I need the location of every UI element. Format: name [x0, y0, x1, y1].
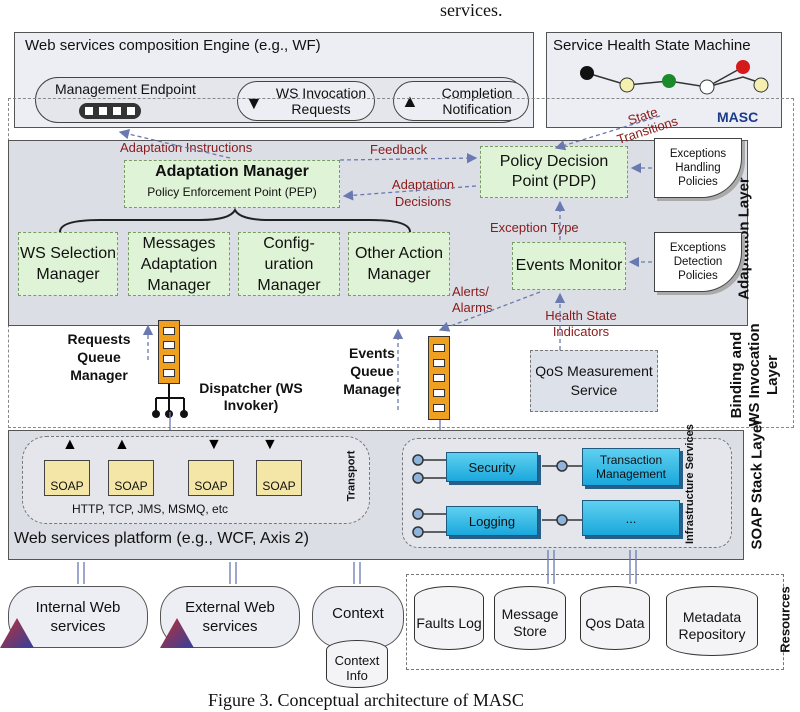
context-info-db: Context Info: [326, 640, 388, 688]
qos-data-db: Qos Data: [580, 586, 650, 650]
state-node-black: [580, 66, 594, 80]
qos-data-label: Qos Data: [585, 614, 645, 631]
soap-label-3: SOAP: [194, 479, 228, 493]
composition-engine-panel: Web services composition Engine (e.g., W…: [14, 32, 534, 128]
infra-connectors: [412, 454, 582, 538]
ellipsis-label: ...: [625, 510, 637, 526]
ws-invocation-label: WS Invocation Requests: [275, 85, 367, 117]
transaction-label: Transaction Management: [595, 453, 667, 481]
dispatcher-text: Dispatcher (WS Invoker): [199, 380, 303, 413]
health-state-machine-panel: Service Health State Machine MASC: [546, 32, 782, 128]
up-arrow-icon: ▲: [401, 91, 419, 111]
events-queue-text: Events Queue Manager: [343, 345, 401, 397]
dispatcher-fork-icon: [152, 384, 188, 418]
ws-selection-manager: WS Selection Manager: [18, 232, 118, 296]
metadata-repository-db: Metadata Repository: [666, 586, 758, 656]
soap-label-1: SOAP: [50, 479, 84, 493]
state-machine-graph: [580, 60, 769, 95]
soap-message-2: SOAP: [108, 460, 154, 496]
requests-queue-text: Requests Queue Manager: [67, 331, 131, 383]
protocols-label: HTTP, TCP, JMS, MSMQ, etc: [72, 502, 229, 516]
exceptions-detection-label: Exceptions Detection Policies: [669, 242, 727, 282]
top-caption: services.: [440, 0, 503, 20]
exceptions-handling-policies: Exceptions Handling Policies: [654, 138, 742, 198]
events-monitor: Events Monitor: [512, 242, 626, 290]
exception-type-label: Exception Type: [490, 220, 579, 235]
resources-panel: [406, 574, 784, 670]
faults-log-label: Faults Log: [416, 614, 482, 631]
logging-label: Logging: [468, 513, 516, 529]
adaptation-manager: Adaptation Manager Policy Enforcement Po…: [124, 160, 340, 208]
events-queue-icon: [428, 336, 450, 420]
soap-message-1: SOAP: [44, 460, 90, 496]
transaction-service: Transaction Management: [582, 448, 680, 486]
state-node-cream: [753, 77, 769, 93]
faults-log-db: Faults Log: [414, 586, 484, 650]
alerts-alarms-label: Alerts/ Alarms: [452, 284, 493, 315]
dispatcher-label: Dispatcher (WS Invoker): [196, 380, 306, 414]
health-indicators-label: Health State Indicators: [545, 308, 617, 339]
pdp-label: Policy Decision Point (PDP): [499, 153, 609, 190]
completion-label: Completion Notification: [441, 85, 513, 117]
message-store-label: Message Store: [501, 606, 559, 639]
endpoint-plug-icon: [79, 103, 141, 119]
other-infra-service: ...: [582, 500, 680, 536]
internal-label: Internal Web services: [35, 599, 121, 635]
soap-message-4: SOAP: [256, 460, 302, 496]
soap-up-arrow-2: ▲: [114, 436, 130, 453]
internal-web-services: Internal Web services: [8, 586, 148, 648]
management-endpoint-label: Management Endpoint: [55, 81, 196, 97]
policy-decision-point: Policy Decision Point (PDP): [480, 146, 628, 198]
manager-bracket: [59, 208, 411, 233]
message-store-db: Message Store: [494, 586, 566, 650]
feedback-label: Feedback: [370, 142, 428, 157]
adaptation-manager-title: Adaptation Manager: [155, 163, 309, 180]
state-node-yellow: [619, 77, 635, 93]
other-action-label: Other Action Manager: [354, 245, 444, 283]
exceptions-handling-label: Exceptions Handling Policies: [669, 148, 727, 188]
soap-down-arrow-1: ▼: [206, 436, 222, 453]
context-info-label: Context Info: [334, 653, 380, 683]
soap-label-2: SOAP: [114, 479, 148, 493]
events-monitor-label: Events Monitor: [515, 257, 623, 274]
ws-selection-label: WS Selection Manager: [19, 245, 117, 283]
soap-up-arrow-1: ▲: [62, 436, 78, 453]
state-node-red: [736, 60, 750, 74]
adaptation-manager-sub: Policy Enforcement Point (PEP): [147, 185, 317, 199]
invocation-endpoint: [237, 81, 375, 121]
requests-queue-label: Requests Queue Manager: [54, 330, 144, 384]
security-service: Security: [446, 452, 538, 482]
engine-title: Web services composition Engine (e.g., W…: [25, 37, 321, 54]
configuration-label: Config- uration Manager: [257, 234, 321, 294]
external-label: External Web services: [185, 599, 275, 635]
configuration-manager: Config- uration Manager: [238, 232, 340, 296]
soap-down-arrow-2: ▼: [262, 436, 278, 453]
soap-message-3: SOAP: [188, 460, 234, 496]
figure-caption: Figure 3. Conceptual architecture of MAS…: [208, 690, 524, 710]
requests-queue-icon: [158, 320, 180, 384]
qos-label: QoS Measurement Service: [535, 363, 653, 398]
events-queue-label: Events Queue Manager: [332, 344, 412, 398]
platform-label: Web services platform (e.g., WCF, Axis 2…: [14, 530, 309, 547]
qos-measurement-service: QoS Measurement Service: [530, 350, 658, 412]
soap-label-4: SOAP: [262, 479, 296, 493]
state-node-green: [662, 74, 676, 88]
messages-adaptation-label: Messages Adaptation Manager: [140, 234, 218, 294]
masc-label: MASC: [717, 109, 759, 125]
completion-endpoint: [393, 81, 529, 121]
other-action-manager: Other Action Manager: [348, 232, 450, 296]
messages-adaptation-manager: Messages Adaptation Manager: [128, 232, 230, 296]
security-label: Security: [468, 459, 516, 475]
context-resource: Context: [312, 586, 404, 648]
metadata-label: Metadata Repository: [678, 609, 746, 642]
context-label: Context: [332, 605, 384, 622]
state-node-white: [699, 79, 715, 95]
health-title: Service Health State Machine: [553, 37, 751, 54]
logging-service: Logging: [446, 506, 538, 536]
